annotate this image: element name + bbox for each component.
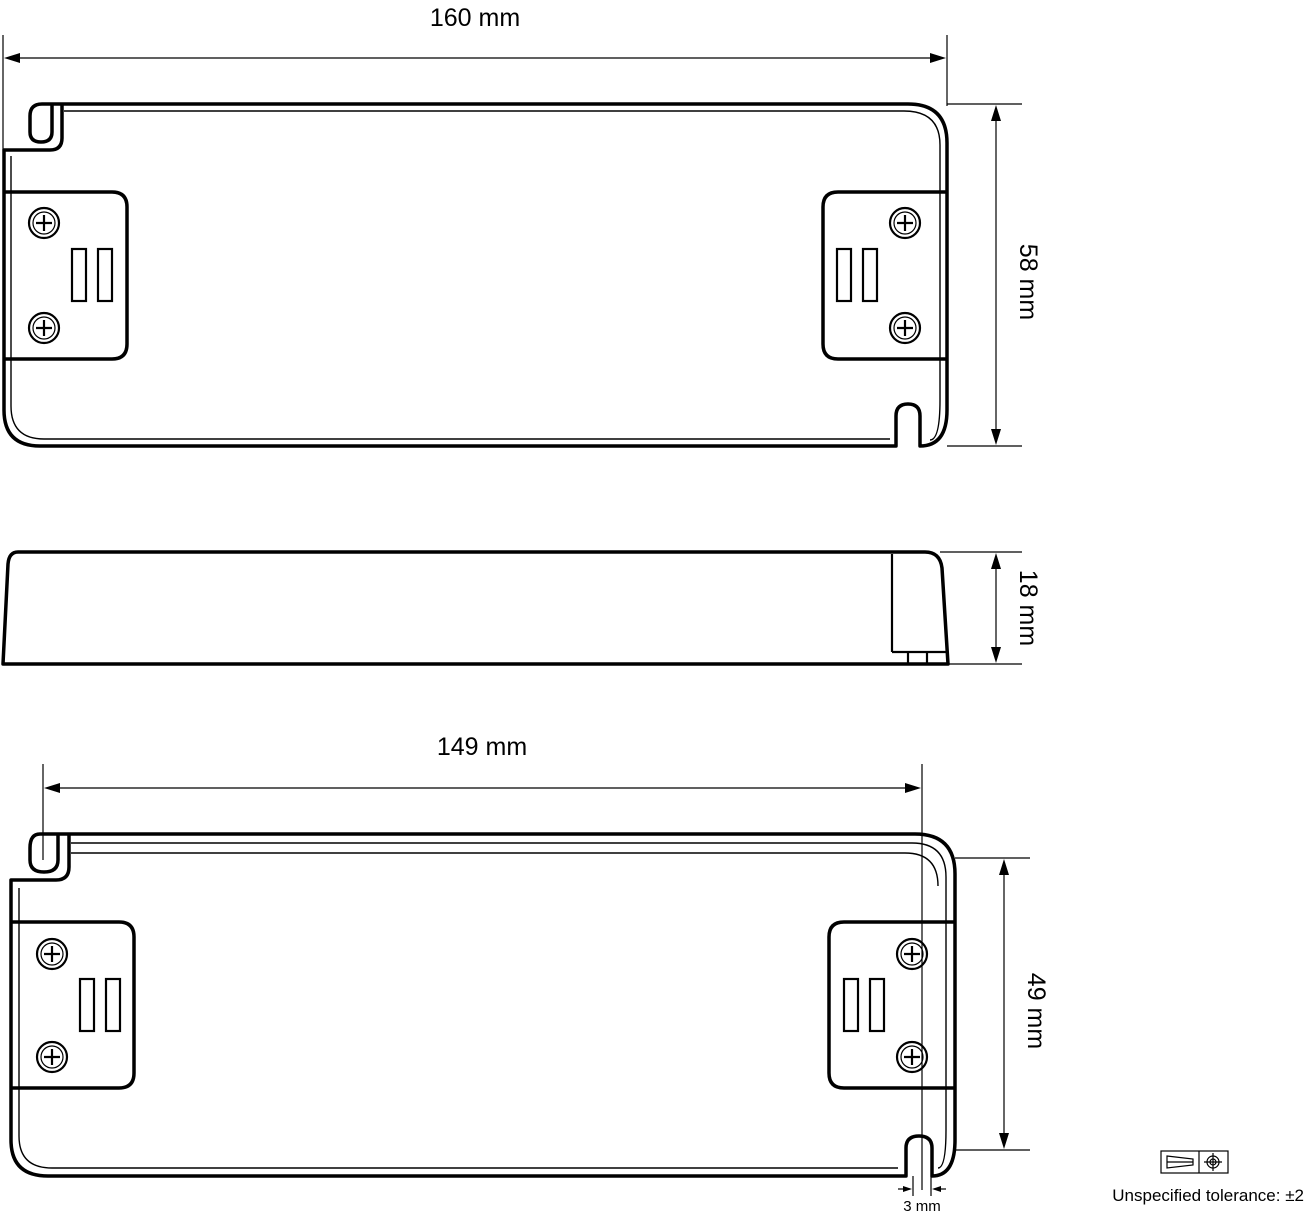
screw-icon [27, 206, 61, 240]
screw-icon [895, 937, 929, 971]
screw-icon [35, 1040, 69, 1074]
screw-icon [27, 311, 61, 345]
slot-dimension: 3 mm [898, 1176, 946, 1215]
top-height-dimension: 58 mm [947, 103, 1042, 447]
screw-icon [895, 1040, 929, 1074]
top-inner-outline [10, 110, 941, 441]
side-height-dimension: 18 mm [940, 551, 1042, 665]
screw-icon [35, 937, 69, 971]
bottom-width-label: 149 mm [437, 733, 527, 761]
bottom-housing-outline [9, 832, 957, 1178]
bottom-height-label: 49 mm [1022, 973, 1050, 1049]
top-housing-outline [2, 102, 949, 448]
bottom-height-dimension: 49 mm [955, 857, 1050, 1151]
slot-width-label: 3 mm [903, 1198, 941, 1215]
side-view: 18 mm [1, 550, 1042, 666]
bottom-right-terminal [827, 920, 955, 1090]
screw-icon [888, 206, 922, 240]
top-height-label: 58 mm [1014, 244, 1042, 320]
bottom-inner-outline [18, 842, 947, 1169]
bottom-view: 149 mm [9, 733, 1050, 1215]
top-right-terminal [821, 190, 947, 361]
tolerance-label: Unspecified tolerance: ±2 [1112, 1186, 1304, 1205]
first-angle-projection-icon [1160, 1150, 1229, 1174]
top-width-dimension: 160 mm [2, 4, 948, 150]
top-width-label: 160 mm [430, 4, 520, 32]
side-height-label: 18 mm [1014, 570, 1042, 646]
side-housing-outline [1, 550, 950, 666]
screw-icon [888, 311, 922, 345]
bottom-left-terminal [11, 920, 136, 1090]
top-left-terminal [4, 190, 129, 361]
top-view: 160 mm [2, 4, 1042, 448]
bottom-width-dimension: 149 mm [42, 733, 923, 1190]
